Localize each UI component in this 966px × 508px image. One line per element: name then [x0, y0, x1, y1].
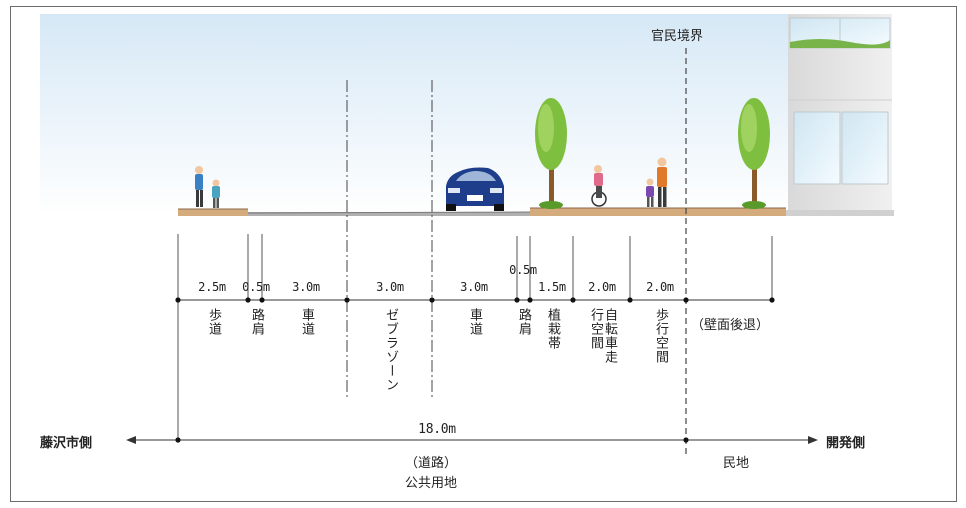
segment-name: 自転車走行空間: [588, 308, 617, 364]
segment-name: ゼブラゾーン: [383, 308, 398, 392]
tree-icon: [738, 98, 770, 209]
segment-name: 車道: [467, 308, 482, 336]
dimension-points: [175, 297, 775, 303]
segment-width: 2.0m: [646, 280, 674, 294]
left-direction-label: 藤沢市側: [40, 436, 93, 451]
segment-name: 歩行空間: [653, 308, 668, 364]
segment-width: 0.5m: [509, 263, 537, 277]
car-icon: [446, 167, 504, 211]
road-label: （道路）: [404, 456, 458, 471]
segment-width: 0.5m: [242, 280, 270, 294]
segment-name: 車道: [299, 308, 314, 336]
segment-width: 2.0m: [588, 280, 616, 294]
building: [788, 14, 892, 210]
segment-name: 路肩: [516, 308, 531, 336]
road-surface: [178, 207, 894, 216]
segment-width: 1.5m: [538, 280, 566, 294]
boundary-label: 官民境界: [651, 29, 704, 44]
pedestrians-left: [195, 166, 220, 208]
segment-width: 3.0m: [376, 280, 404, 294]
segment-name: 路肩: [249, 308, 264, 336]
setback-label: （壁面後退）: [690, 318, 770, 333]
extension-lines: [177, 234, 773, 440]
segment-name: 植栽帯: [545, 308, 560, 350]
segment-width: 3.0m: [292, 280, 320, 294]
total-width: 18.0m: [418, 422, 456, 437]
segment-width: 3.0m: [460, 280, 488, 294]
total-arrow: [126, 436, 818, 444]
pedestrians-right: [646, 157, 667, 207]
public-land-label: 公共用地: [404, 476, 458, 491]
cyclist-icon: [591, 165, 607, 207]
tree-icon: [535, 98, 567, 209]
segment-name: 歩道: [206, 308, 221, 336]
zebra-zone-lines: [346, 80, 433, 400]
segment-width: 2.5m: [198, 280, 226, 294]
right-direction-label: 開発側: [826, 436, 866, 451]
private-land-label: 民地: [722, 456, 750, 471]
